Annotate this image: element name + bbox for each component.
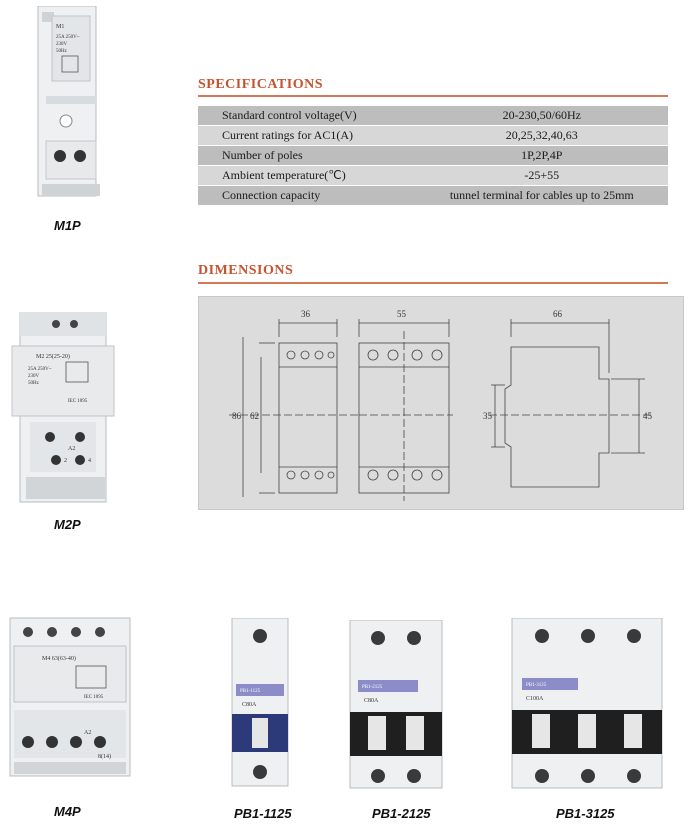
svg-text:PB1-1125: PB1-1125 xyxy=(240,689,261,694)
svg-text:IEC 1095: IEC 1095 xyxy=(84,695,104,700)
svg-text:25A 250V~: 25A 250V~ xyxy=(56,35,80,40)
m1p-product-image: M1 25A 250V~ 230V 50Hz xyxy=(28,5,108,206)
dimension-height-total: 86 xyxy=(232,411,242,421)
pb1-1125-caption: PB1-1125 xyxy=(234,806,292,821)
spec-row: Standard control voltage(V) 20-230,50/60… xyxy=(198,106,668,126)
svg-text:50Hz: 50Hz xyxy=(56,49,68,54)
svg-text:PB1-2125: PB1-2125 xyxy=(362,685,383,690)
m2p-caption: M2P xyxy=(54,517,81,532)
svg-text:C100A: C100A xyxy=(526,696,544,702)
m4p-product-image: M4 63(63-40) IEC 1095 A2 8(14) xyxy=(6,614,134,782)
spec-value: tunnel terminal for cables up to 25mm xyxy=(415,185,668,206)
spec-value: 20-230,50/60Hz xyxy=(415,106,668,126)
svg-text:2: 2 xyxy=(64,458,67,464)
spec-value: -25+55 xyxy=(415,165,668,186)
svg-text:8(14): 8(14) xyxy=(98,753,111,760)
dimensions-title: DIMENSIONS xyxy=(198,263,294,278)
svg-text:M1: M1 xyxy=(56,24,64,30)
svg-text:230V: 230V xyxy=(28,374,40,379)
svg-text:M4 63(63-40): M4 63(63-40) xyxy=(42,655,76,662)
m1p-caption: M1P xyxy=(54,218,81,233)
specifications-rule xyxy=(198,95,668,97)
spec-label: Number of poles xyxy=(198,145,416,166)
dimension-height-left: 35 xyxy=(483,411,493,421)
m2p-product-image: M2 25(25-20) 25A 250V~ 230V 50Hz IEC 109… xyxy=(8,311,118,508)
svg-text:230V: 230V xyxy=(56,42,68,47)
pb1-2125-product-image: PB1-2125 C80A xyxy=(346,619,446,790)
dimension-height-right: 45 xyxy=(643,411,653,421)
svg-text:C80A: C80A xyxy=(364,698,379,704)
spec-row: Ambient temperature(℃) -25+55 xyxy=(198,165,668,186)
svg-text:M2 25(25-20): M2 25(25-20) xyxy=(36,353,70,360)
pb1-3125-product-image: PB1-3125 C100A xyxy=(508,617,666,790)
pb1-1125-product-image: PB1-1125 C80A xyxy=(228,617,292,788)
spec-row: Connection capacity tunnel terminal for … xyxy=(198,185,668,206)
svg-text:IEC 1095: IEC 1095 xyxy=(68,399,88,404)
svg-text:4: 4 xyxy=(88,458,91,464)
dimension-height-inner: 62 xyxy=(250,411,259,421)
spec-label: Standard control voltage(V) xyxy=(198,106,416,126)
spec-row: Number of poles 1P,2P,4P xyxy=(198,145,668,166)
specifications-title: SPECIFICATIONS xyxy=(198,77,323,92)
pb1-3125-caption: PB1-3125 xyxy=(556,806,615,821)
dimensions-rule xyxy=(198,282,668,284)
dimension-width-1: 36 xyxy=(301,309,311,319)
svg-text:C80A: C80A xyxy=(242,702,257,708)
specifications-table: Standard control voltage(V) 20-230,50/60… xyxy=(198,106,668,206)
dimension-drawing-panel: 36 55 66 86 62 35 45 xyxy=(198,296,684,510)
svg-text:25A 250V~: 25A 250V~ xyxy=(28,367,52,372)
spec-label: Current ratings for AC1(A) xyxy=(198,125,416,146)
spec-value: 1P,2P,4P xyxy=(415,145,668,166)
spec-label: Connection capacity xyxy=(198,185,416,206)
svg-text:A2: A2 xyxy=(68,446,75,452)
spec-label: Ambient temperature(℃) xyxy=(198,165,416,186)
pb1-2125-caption: PB1-2125 xyxy=(372,806,431,821)
svg-text:PB1-3125: PB1-3125 xyxy=(526,683,547,688)
m4p-caption: M4P xyxy=(54,804,81,819)
spec-value: 20,25,32,40,63 xyxy=(415,125,668,146)
svg-text:A2: A2 xyxy=(84,730,91,736)
svg-text:50Hz: 50Hz xyxy=(28,381,40,386)
spec-row: Current ratings for AC1(A) 20,25,32,40,6… xyxy=(198,125,668,146)
dimension-width-2: 55 xyxy=(397,309,407,319)
dimension-drawing: 36 55 66 86 62 35 45 xyxy=(229,309,653,501)
dimension-width-3: 66 xyxy=(553,309,563,319)
